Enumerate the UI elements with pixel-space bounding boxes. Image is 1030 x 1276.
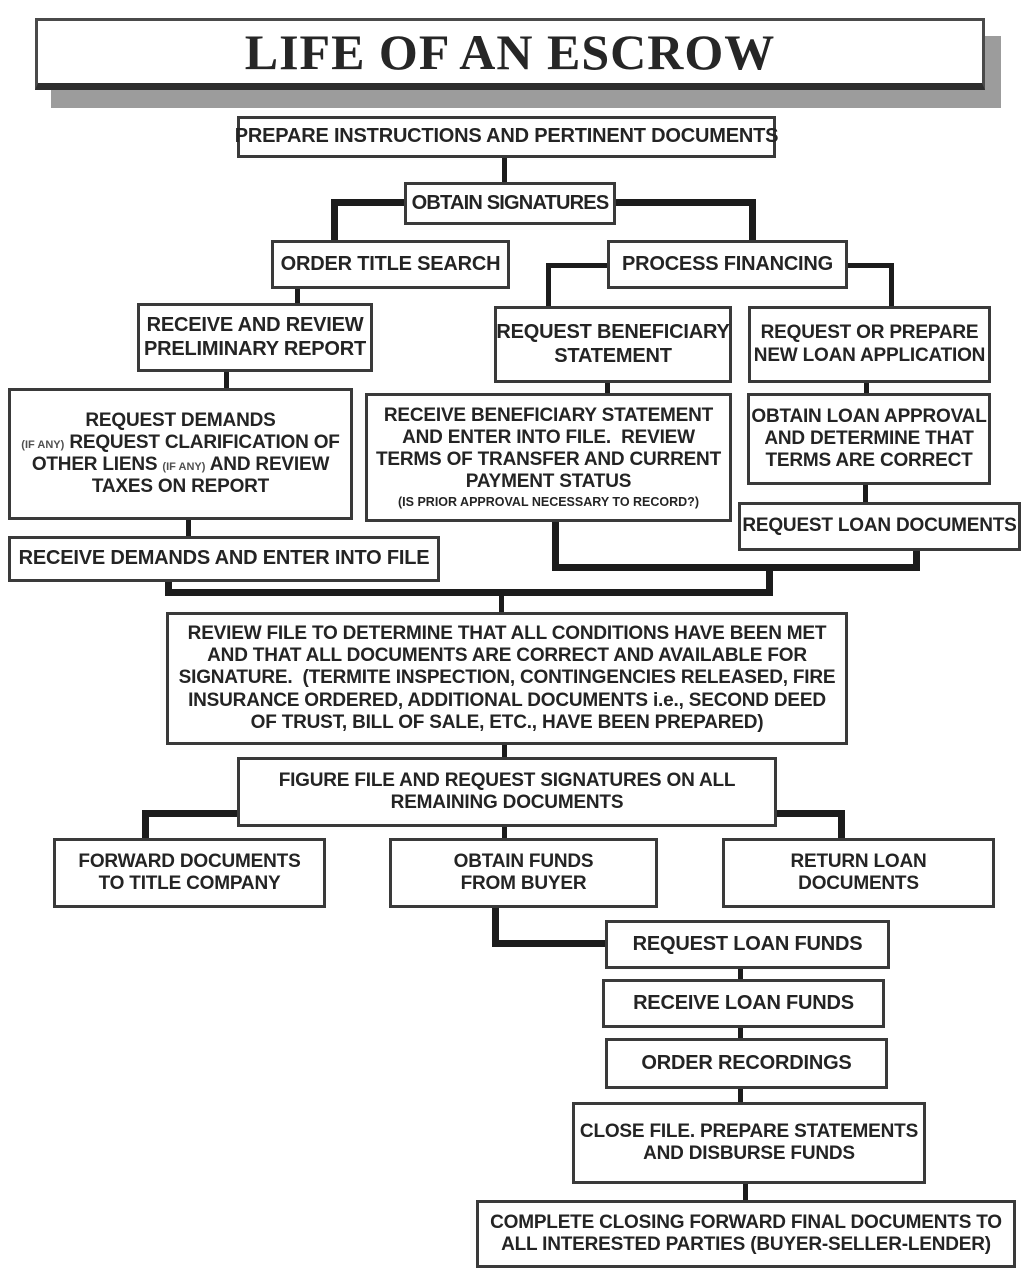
connector-obtain-right-horizontal bbox=[613, 199, 756, 206]
connector-loandocs-drop bbox=[913, 551, 920, 571]
node-obtain-funds: OBTAIN FUNDS FROM BUYER bbox=[389, 838, 658, 908]
connector-receivedemands-drop bbox=[165, 582, 172, 592]
node-prepare-instructions: PREPARE INSTRUCTIONS AND PERTINENT DOCUM… bbox=[235, 116, 778, 158]
connector-obtain-right-vertical bbox=[749, 199, 756, 240]
node-receive-beneficiary-statement: RECEIVE BENEFICIARY STATEMENT AND ENTER … bbox=[365, 393, 732, 522]
connector-bus-to-reviewfile bbox=[499, 596, 504, 612]
connector-obtainfunds-drop-vertical bbox=[492, 908, 499, 947]
connector-obtain-left-horizontal bbox=[331, 199, 407, 206]
node-request-beneficiary-statement: REQUEST BENEFICIARY STATEMENT bbox=[494, 306, 732, 383]
node-obtain-signatures: OBTAIN SIGNATURES bbox=[404, 182, 616, 225]
connector-obtainfunds-drop-horizontal bbox=[492, 940, 612, 947]
node-request-demands: REQUEST DEMANDS (IF ANY) REQUEST CLARIFI… bbox=[8, 388, 353, 520]
connector-figure-left-horizontal bbox=[142, 810, 244, 817]
node-request-loan-documents: REQUEST LOAN DOCUMENTS bbox=[738, 502, 1021, 551]
node-receive-loan-funds: RECEIVE LOAN FUNDS bbox=[602, 979, 885, 1028]
connector-receivebeneficiary-drop bbox=[552, 522, 559, 571]
connector-closefile-to-completeclosing bbox=[743, 1184, 748, 1200]
node-figure-file: FIGURE FILE AND REQUEST SIGNATURES ON AL… bbox=[237, 757, 777, 827]
node-return-loan-documents: RETURN LOAN DOCUMENTS bbox=[722, 838, 995, 908]
node-receive-demands: RECEIVE DEMANDS AND ENTER INTO FILE bbox=[8, 536, 440, 582]
node-request-new-loan-application: REQUEST OR PREPARE NEW LOAN APPLICATION bbox=[748, 306, 991, 383]
connector-financing-right-vertical bbox=[889, 263, 894, 306]
connector-financing-left-horizontal bbox=[546, 263, 607, 268]
node-receive-review-preliminary-report: RECEIVE AND REVIEW PRELIMINARY REPORT bbox=[137, 303, 373, 372]
node-complete-closing: COMPLETE CLOSING FORWARD FINAL DOCUMENTS… bbox=[476, 1200, 1016, 1268]
connector-obtain-left-vertical bbox=[331, 199, 338, 240]
node-order-title-search: ORDER TITLE SEARCH bbox=[271, 240, 510, 289]
connector-bus-upper-to-lower bbox=[766, 564, 773, 596]
connector-newloan-to-loanapproval bbox=[864, 383, 869, 393]
connector-figure-left-vertical bbox=[142, 810, 149, 838]
connector-receivefunds-to-orderrecordings bbox=[738, 1028, 743, 1038]
node-request-loan-funds: REQUEST LOAN FUNDS bbox=[605, 920, 890, 969]
node-close-file: CLOSE FILE. PREPARE STATEMENTS AND DISBU… bbox=[572, 1102, 926, 1184]
connector-reviewfile-to-figurefile bbox=[502, 745, 507, 757]
connector-merge-bus-lower bbox=[165, 589, 773, 596]
connector-merge-bus-upper bbox=[552, 564, 920, 571]
connector-figure-right-vertical bbox=[838, 810, 845, 838]
node-obtain-loan-approval: OBTAIN LOAN APPROVAL AND DETERMINE THAT … bbox=[747, 393, 991, 485]
title-banner: LIFE OF AN ESCROW bbox=[35, 18, 985, 90]
connector-figure-right-horizontal bbox=[777, 810, 845, 817]
node-review-file: REVIEW FILE TO DETERMINE THAT ALL CONDIT… bbox=[166, 612, 848, 745]
connector-financing-left-vertical bbox=[546, 263, 551, 306]
connector-figure-to-obtainfunds bbox=[502, 827, 507, 838]
connector-orderrecordings-to-closefile bbox=[738, 1089, 743, 1102]
node-process-financing: PROCESS FINANCING bbox=[607, 240, 848, 289]
page-title: LIFE OF AN ESCROW bbox=[244, 24, 776, 80]
connector-receivereview-to-requestdemands bbox=[224, 372, 229, 388]
connector-requestbeneficiary-to-receivebeneficiary bbox=[605, 383, 610, 393]
connector-loanapproval-to-loandocs bbox=[863, 485, 868, 502]
connector-requestdemands-to-receivedemands bbox=[186, 520, 191, 536]
connector-ordertitle-to-receivereview bbox=[295, 289, 300, 303]
connector-prepare-to-obtain bbox=[502, 158, 507, 182]
node-forward-documents: FORWARD DOCUMENTS TO TITLE COMPANY bbox=[53, 838, 326, 908]
connector-financing-right-horizontal bbox=[848, 263, 894, 268]
connector-requestfunds-to-receivefunds bbox=[738, 969, 743, 979]
node-order-recordings: ORDER RECORDINGS bbox=[605, 1038, 888, 1089]
